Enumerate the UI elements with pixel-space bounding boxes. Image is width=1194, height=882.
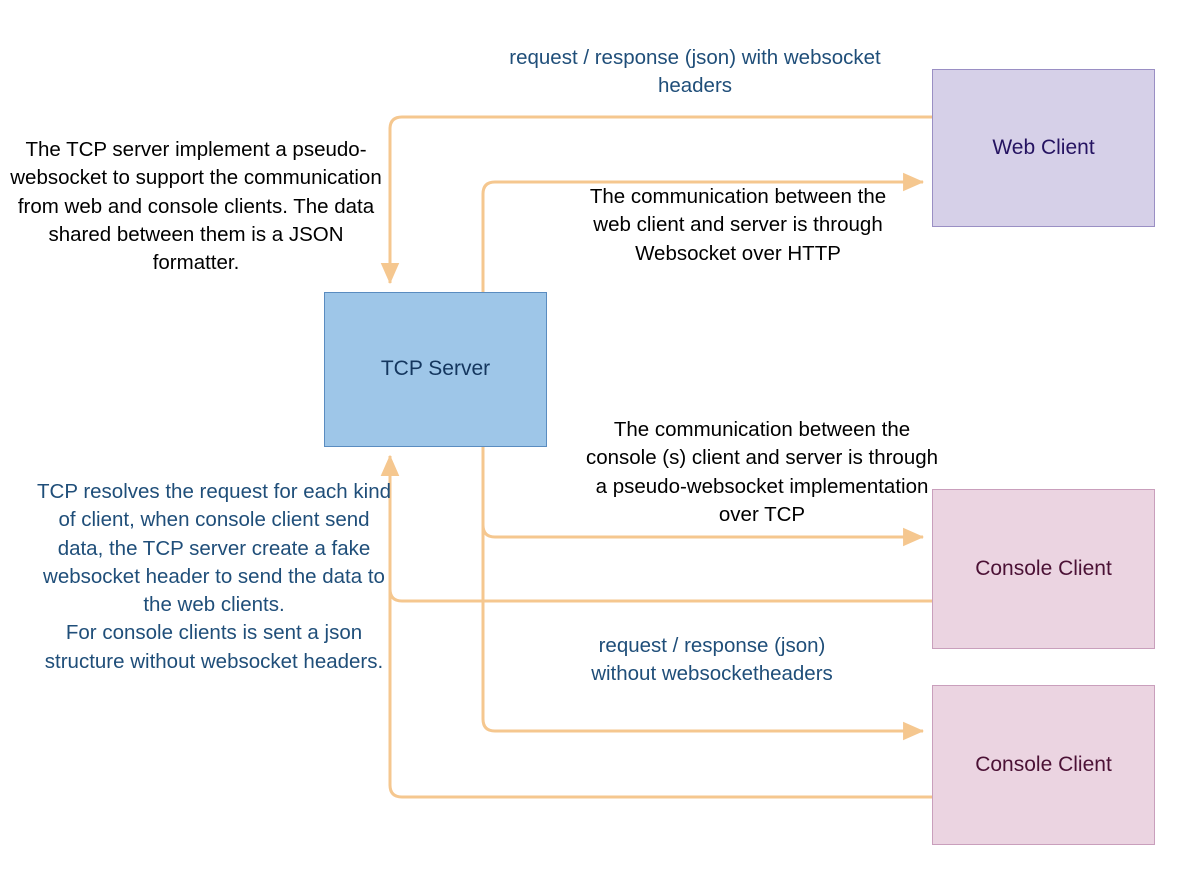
- node-console-client-1-label: Console Client: [975, 556, 1112, 580]
- note-tcp-resolves-request: TCP resolves the request for each kind o…: [37, 480, 391, 673]
- node-console-client-2-label: Console Client: [975, 752, 1112, 776]
- note-console-client-communication: The communication between the console (s…: [585, 418, 939, 526]
- node-console-client-1[interactable]: Console Client: [932, 489, 1155, 649]
- note-web-client-communication: The communication between the web client…: [589, 185, 887, 265]
- node-tcp-server[interactable]: TCP Server: [324, 292, 547, 447]
- node-web-client-label: Web Client: [992, 135, 1095, 159]
- node-tcp-server-label: TCP Server: [380, 357, 491, 381]
- node-console-client-2[interactable]: Console Client: [932, 685, 1155, 845]
- node-web-client[interactable]: Web Client: [932, 69, 1155, 227]
- label-request-response-without-websocket-headers: request / response (json) without websoc…: [591, 634, 833, 686]
- note-tcp-server-pseudo-websocket: The TCP server implement a pseudo-websoc…: [10, 138, 382, 275]
- label-request-response-with-websocket-headers: request / response (json) with websocket…: [509, 46, 881, 98]
